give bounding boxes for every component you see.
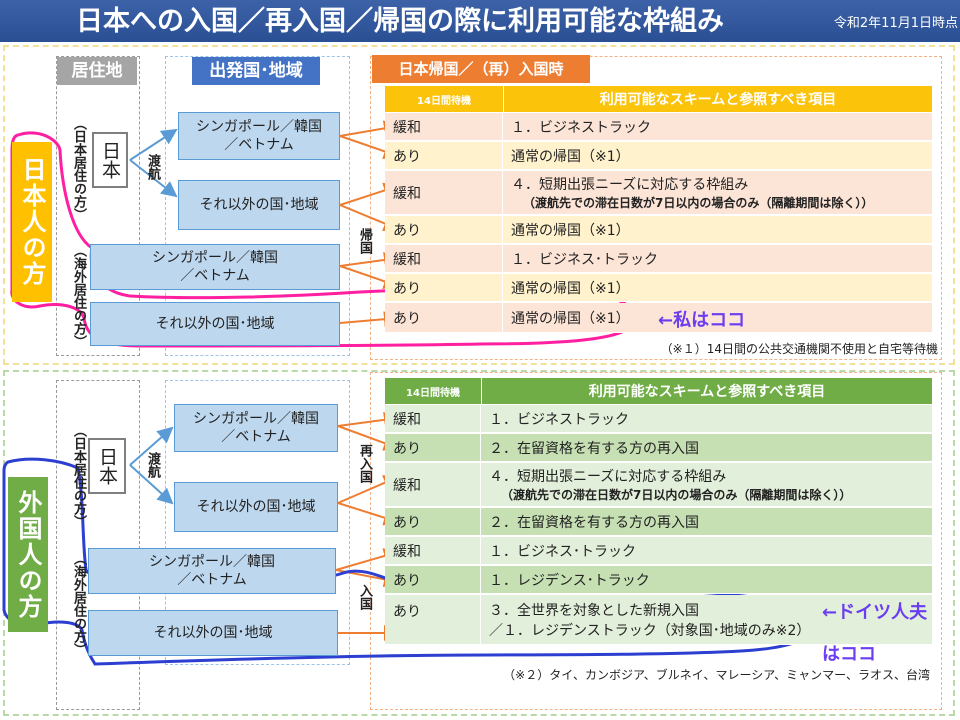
fg-row-4-wait: あり — [385, 508, 481, 536]
jp-row-1-text: １．ビジネストラック — [511, 119, 651, 136]
jp-row-2-text: 通常の帰国（※1） — [511, 148, 630, 165]
fg-nihon-box: 日本 — [88, 438, 126, 494]
fg-th-wait: 14日間待機 — [385, 378, 481, 404]
fg-row-6-scheme: １．レジデンス･トラック — [481, 566, 932, 594]
fg-dest-other[interactable]: それ以外の国･地域 — [174, 482, 338, 532]
fg-reentry-label: 再入国 — [357, 444, 372, 483]
fg-row-5-text: １．ビジネス･トラック — [489, 543, 636, 560]
jp-row-6-scheme: 通常の帰国（※1） — [503, 274, 932, 302]
jp-res-japan: （日本居住の方） — [71, 117, 86, 221]
jp-res-abroad: （海外居住の方） — [71, 244, 86, 348]
fg-row-2-scheme: ２．在留資格を有する方の再入国 — [481, 434, 932, 462]
fg-row-4-text: ２．在留資格を有する方の再入国 — [489, 514, 699, 531]
jp-th-wait: 14日間待機 — [385, 86, 503, 112]
japanese-label: 日本人の方 — [18, 157, 46, 287]
fg-dest-sg[interactable]: シンガポール／韓国 ／ベトナム — [174, 404, 338, 452]
japanese-section — [3, 45, 955, 365]
residence-column-frame-2 — [56, 380, 140, 710]
jp-row-7-wait: あり — [385, 303, 503, 333]
fg-row-1-wait: 緩和 — [385, 405, 481, 433]
fg-entry-label: 入国 — [357, 584, 372, 610]
fg-row-3-text: ４．短期出張ニーズに対応する枠組み — [489, 469, 727, 485]
fg-abroad-sg[interactable]: シンガポール／韓国 ／ベトナム — [88, 548, 336, 594]
fg-row-3-sub: （渡航先での滞在日数が7日以内の場合のみ（隔離期間は除く）） — [501, 488, 852, 502]
fg-row-7-wait: あり — [385, 595, 481, 645]
arrival-column-frame-2 — [370, 372, 942, 710]
fg-row-4-scheme: ２．在留資格を有する方の再入国 — [481, 508, 932, 536]
jp-th-scheme: 利用可能なスキームと参照すべき項目 — [504, 86, 932, 112]
fg-abroad-other[interactable]: それ以外の国･地域 — [88, 610, 338, 656]
jp-row-6-text: 通常の帰国（※1） — [511, 280, 630, 297]
japanese-label-box: 日本人の方 — [12, 142, 52, 302]
fg-row-2-wait: あり — [385, 434, 481, 462]
date-stamp: 令和2年11月1日時点 — [833, 16, 958, 31]
fg-row-3-wait: 緩和 — [385, 463, 481, 507]
foreign-label-box: 外国人の方 — [8, 477, 48, 632]
jp-abroad-sg[interactable]: シンガポール／韓国 ／ベトナム — [90, 244, 340, 290]
jp-dest-sg[interactable]: シンガポール／韓国 ／ベトナム — [178, 112, 340, 160]
fg-th-scheme: 利用可能なスキームと参照すべき項目 — [482, 378, 932, 404]
jp-row-7-text: 通常の帰国（※1） — [511, 310, 630, 327]
departure-header: 出発国･地域 — [192, 57, 320, 85]
jp-row-1-wait: 緩和 — [385, 113, 503, 141]
jp-nihon-box: 日本 — [92, 132, 128, 188]
jp-annotation: ←私はココ — [658, 310, 746, 331]
jp-row-3-scheme: ４．短期出張ニーズに対応する枠組み （渡航先での滞在日数が7日以内の場合のみ（隔… — [503, 171, 932, 215]
jp-note: （※１）14日間の公共交通機関不使用と自宅等待機 — [660, 342, 938, 356]
fg-row-2-text: ２．在留資格を有する方の再入国 — [489, 440, 699, 457]
fg-row-7-scheme: ３．全世界を対象とした新規入国 ／１．レジデンストラック（対象国･地域のみ※2） — [481, 595, 932, 645]
fg-row-7-text: ３．全世界を対象とした新規入国 — [489, 602, 699, 619]
fg-res-abroad: （海外居住の方） — [71, 552, 86, 656]
fg-toko-label: 渡航 — [145, 452, 160, 478]
departure-column-frame — [165, 56, 350, 356]
fg-annotation-2: はココ — [822, 644, 876, 665]
jp-row-4-scheme: 通常の帰国（※1） — [503, 216, 932, 244]
fg-res-japan: （日本居住の方） — [71, 424, 86, 528]
arrival-header: 日本帰国／（再）入国時 — [372, 55, 590, 83]
fg-annotation-1: ←ドイツ人夫 — [822, 602, 928, 623]
title-bar — [0, 0, 960, 42]
jp-row-3-text: ４．短期出張ニーズに対応する枠組み — [511, 177, 749, 193]
jp-row-7-scheme: 通常の帰国（※1） — [503, 303, 932, 333]
jp-row-5-wait: 緩和 — [385, 245, 503, 273]
fg-row-6-text: １．レジデンス･トラック — [489, 572, 650, 589]
jp-kikoku-label: 帰国 — [357, 228, 372, 254]
departure-column-frame-2 — [165, 380, 350, 665]
fg-row-6-wait: あり — [385, 566, 481, 594]
jp-row-1-scheme: １．ビジネストラック — [503, 113, 932, 141]
fg-row-7-text2: ／１．レジデンストラック（対象国･地域のみ※2） — [489, 622, 811, 639]
jp-row-6-wait: あり — [385, 274, 503, 302]
jp-row-2-scheme: 通常の帰国（※1） — [503, 142, 932, 170]
jp-row-3-sub: （渡航先での滞在日数が7日以内の場合のみ（隔離期間は除く）） — [523, 196, 874, 210]
page-title: 日本への入国／再入国／帰国の際に利用可能な枠組み — [76, 6, 724, 37]
jp-row-4-wait: あり — [385, 216, 503, 244]
fg-row-1-scheme: １．ビジネストラック — [481, 405, 932, 433]
jp-row-2-wait: あり — [385, 142, 503, 170]
residence-header: 居住地 — [57, 57, 137, 85]
fg-row-3-scheme: ４．短期出張ニーズに対応する枠組み （渡航先での滞在日数が7日以内の場合のみ（隔… — [481, 463, 932, 507]
fg-row-1-text: １．ビジネストラック — [489, 411, 629, 428]
arrival-column-frame — [370, 56, 942, 360]
residence-column-frame — [56, 56, 140, 356]
fg-row-5-scheme: １．ビジネス･トラック — [481, 537, 932, 565]
jp-row-3-wait: 緩和 — [385, 171, 503, 215]
jp-row-5-scheme: １．ビジネス･トラック — [503, 245, 932, 273]
jp-dest-other[interactable]: それ以外の国･地域 — [178, 180, 340, 230]
fg-row-5-wait: 緩和 — [385, 537, 481, 565]
foreign-label: 外国人の方 — [14, 489, 42, 620]
jp-row-4-text: 通常の帰国（※1） — [511, 222, 630, 239]
fg-note: （※２）タイ、カンボジア、ブルネイ、マレーシア、ミャンマー、ラオス、台湾 — [503, 668, 930, 682]
jp-toko-label: 渡航 — [145, 154, 160, 180]
jp-row-5-text: １．ビジネス･トラック — [511, 251, 658, 268]
jp-abroad-other[interactable]: それ以外の国･地域 — [90, 302, 340, 346]
